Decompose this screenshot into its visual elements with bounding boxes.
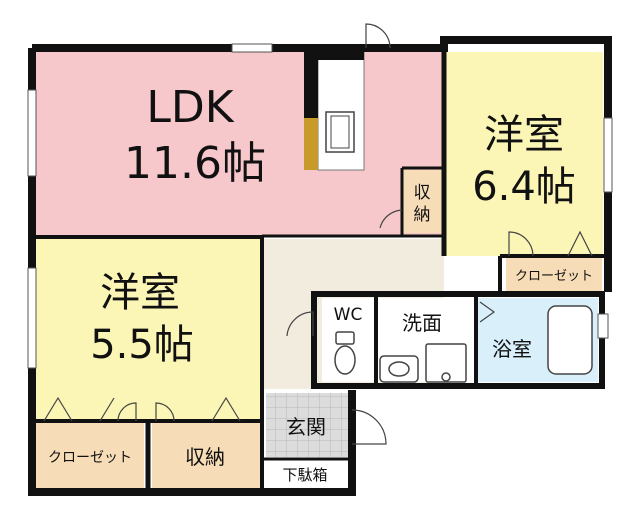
kitchen-accent: [304, 118, 318, 170]
doors: [43, 23, 593, 445]
closet-east-floor: [506, 258, 602, 291]
storage-west-label: 収納: [185, 445, 225, 469]
closet-west-floor: [36, 423, 144, 489]
bathroom-label: 浴室: [492, 337, 532, 361]
kitchen-tap: [330, 115, 350, 149]
bedroom-east-floor: [446, 52, 603, 256]
bedroom-west-size: 5.5帖: [90, 322, 194, 368]
closet-west-label: クローゼット: [48, 450, 132, 466]
bedroom-west-name: 洋室: [100, 270, 180, 316]
shoe-box-floor: [262, 459, 348, 489]
wc-label: WC: [334, 305, 363, 325]
entrance-label: 玄関: [286, 415, 326, 439]
closet-east-label: クローゼット: [515, 269, 593, 284]
ldk-name: LDK: [146, 82, 234, 133]
storage-ldk-label-1: 収: [414, 183, 431, 203]
bedroom-east-name: 洋室: [484, 112, 564, 158]
windows: [27, 43, 613, 369]
storage-ldk-floor: [402, 170, 442, 233]
storage-west-floor: [152, 423, 260, 489]
bedroom-east-size: 6.4帖: [472, 164, 576, 210]
washroom-label: 洗面: [402, 311, 442, 335]
ldk-floor: [36, 52, 442, 235]
bedroom-west-floor: [36, 239, 262, 419]
entrance-floor: [266, 393, 348, 457]
ldk-size: 11.6帖: [124, 138, 266, 189]
storage-ldk-label-2: 納: [414, 205, 431, 225]
shoe-box-label: 下駄箱: [282, 466, 327, 484]
fixtures: [334, 305, 593, 383]
kitchen-sink: [325, 111, 355, 153]
